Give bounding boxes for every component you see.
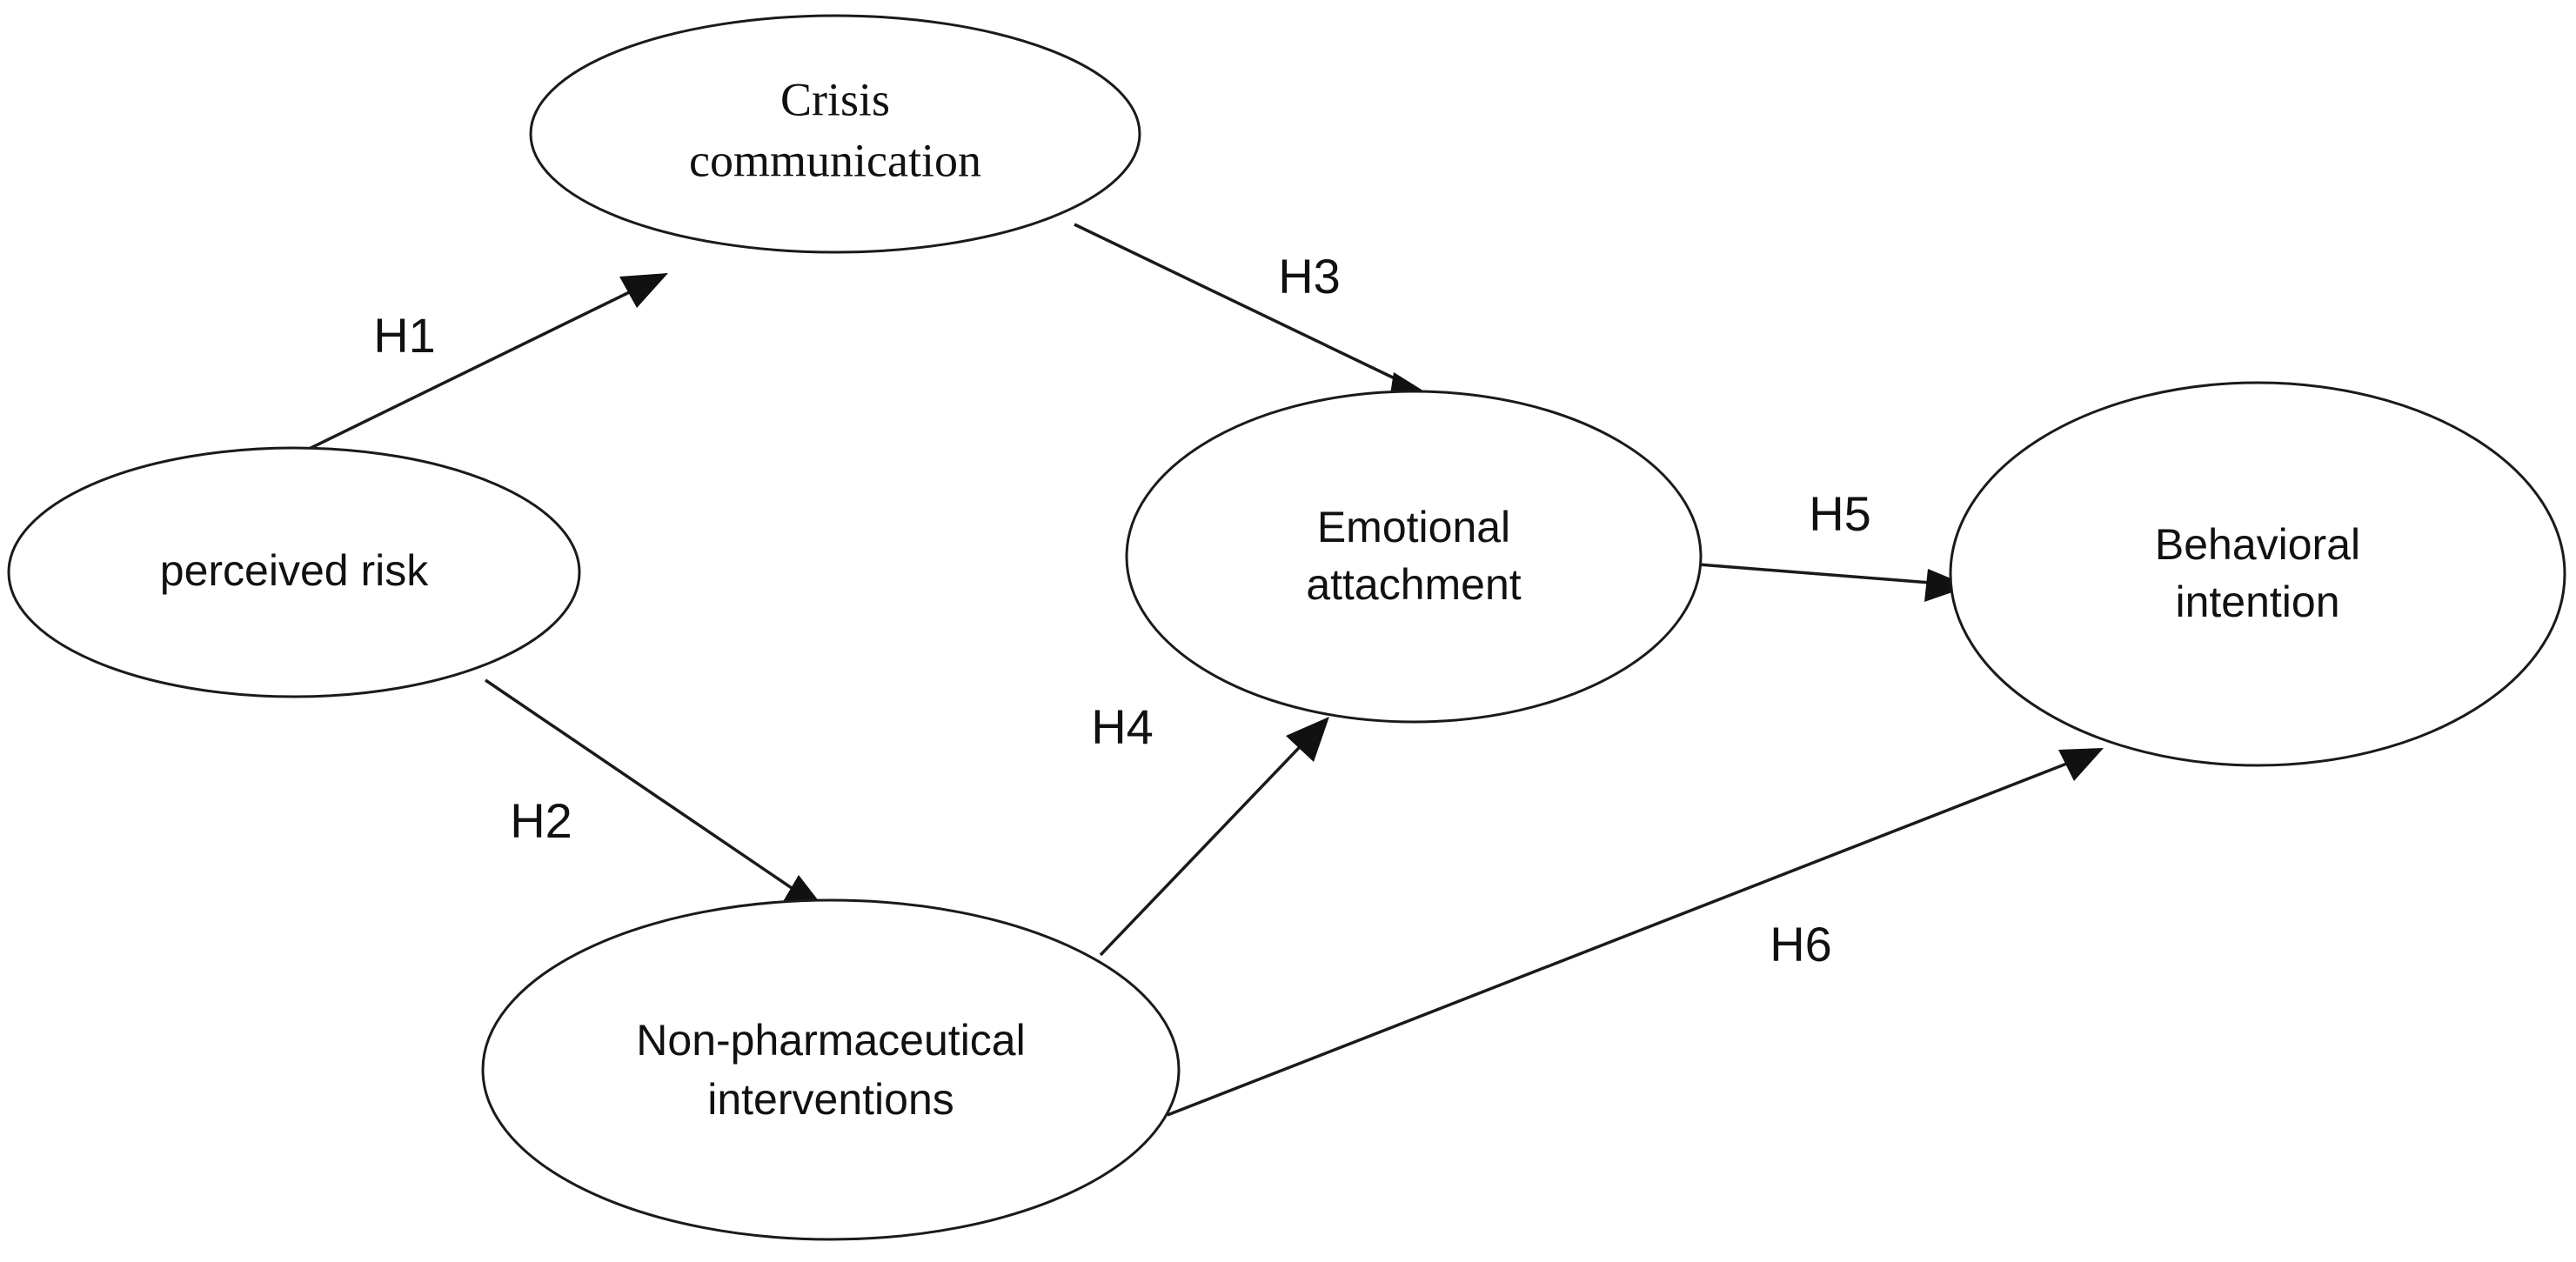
edge-h3[interactable]: H3 (1074, 223, 1435, 405)
node-emotional-attachment-label-line2: attachment (1306, 560, 1521, 609)
node-crisis-communication[interactable]: Crisis communication (529, 14, 1141, 254)
nodes-layer: Crisis communication perceived risk Emot… (7, 14, 2566, 1241)
edge-h1-line (296, 278, 655, 457)
node-perceived-risk[interactable]: perceived risk (7, 446, 581, 698)
edge-h5-arrowhead (1924, 569, 1970, 602)
node-non-pharmaceutical-interventions-label-line2: interventions (707, 1075, 954, 1124)
node-emotional-attachment[interactable]: Emotional attachment (1125, 390, 1703, 724)
node-behavioral-intention-shape (1949, 381, 2566, 767)
edge-h1-label: H1 (373, 308, 436, 363)
edge-h2[interactable]: H2 (485, 678, 828, 913)
edge-h6-line (1167, 755, 2085, 1117)
node-emotional-attachment-label-line1: Emotional (1317, 503, 1510, 551)
node-crisis-communication-label-line2: communication (689, 134, 981, 186)
edge-h1[interactable]: H1 (296, 273, 668, 457)
node-crisis-communication-label-line1: Crisis (780, 73, 890, 125)
edge-h6[interactable]: H6 (1167, 748, 2104, 1117)
edge-h4-label: H4 (1091, 699, 1154, 754)
edge-h1-arrowhead (619, 273, 668, 308)
edge-h2-line (485, 678, 814, 905)
edge-h5-line (1687, 562, 1953, 586)
edge-h4-line (1099, 729, 1317, 957)
node-behavioral-intention[interactable]: Behavioral intention (1949, 381, 2566, 767)
edge-h4-arrowhead (1286, 717, 1329, 762)
edge-h4[interactable]: H4 (1091, 699, 1329, 957)
node-behavioral-intention-label-line1: Behavioral (2155, 520, 2360, 569)
node-behavioral-intention-label-line2: intention (2175, 578, 2339, 626)
node-perceived-risk-label-line1: perceived risk (160, 546, 429, 595)
node-non-pharmaceutical-interventions-label-line1: Non-pharmaceutical (636, 1016, 1025, 1065)
edge-h5[interactable]: H5 (1687, 486, 1970, 602)
node-non-pharmaceutical-interventions-shape (481, 898, 1181, 1241)
node-crisis-communication-shape (529, 14, 1141, 254)
node-perceived-risk-shape (7, 446, 581, 698)
edge-h2-label: H2 (510, 793, 572, 848)
edge-h6-arrowhead (2058, 748, 2104, 781)
edge-h3-line (1074, 223, 1419, 391)
edge-h3-label: H3 (1278, 249, 1341, 304)
edge-h5-label: H5 (1809, 486, 1871, 541)
node-non-pharmaceutical-interventions[interactable]: Non-pharmaceutical interventions (481, 898, 1181, 1241)
edges-layer: H1 H2 H3 H4 (296, 223, 2104, 1117)
node-emotional-attachment-shape (1125, 390, 1703, 724)
edge-h6-label: H6 (1770, 917, 1832, 972)
